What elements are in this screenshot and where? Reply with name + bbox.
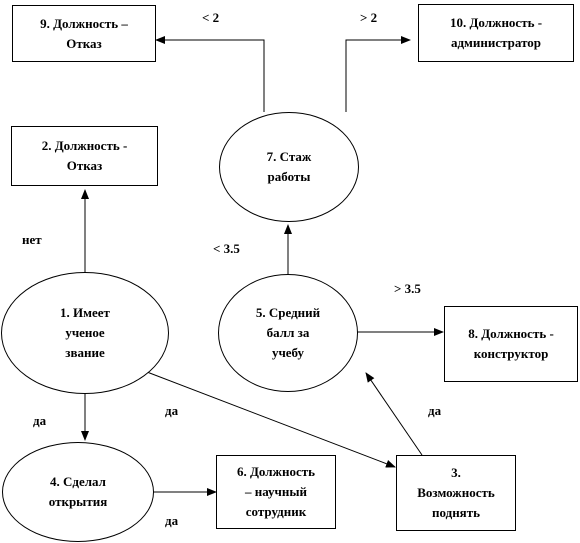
node-2-position-rejection: 2. Должность - Отказ — [11, 126, 158, 186]
node-6-line-3: сотрудник — [245, 504, 307, 519]
node-3-line-1: 3. — [451, 465, 461, 480]
node-2-line-2: Отказ — [66, 158, 103, 173]
node-7-work-experience: 7. Стаж работы — [219, 112, 359, 222]
node-10-position-administrator: 10. Должность - администратор — [418, 4, 574, 62]
label-no: нет — [22, 232, 42, 247]
label-yes-1-to-3: да — [165, 403, 179, 418]
node-10-line-2: администратор — [450, 35, 542, 50]
edge-3-to-5 — [365, 372, 423, 456]
node-9-line-2: Отказ — [66, 35, 102, 51]
node-2-line-1: 2. Должность - — [41, 138, 128, 153]
node-1-line-1: 1. Имеет — [60, 305, 110, 320]
node-5-average-grade: 5. Средний балл за учебу — [218, 274, 358, 392]
node-5-line-1: 5. Средний — [255, 305, 321, 320]
node-1-has-academic-title: 1. Имеет ученое звание — [1, 272, 169, 394]
node-3-line-2: Возможность — [417, 485, 495, 500]
node-6-line-2: – научный — [244, 484, 308, 499]
node-4-line-2: открытия — [48, 494, 108, 509]
edge-1-to-3 — [146, 371, 396, 468]
edge-7-to-10 — [345, 36, 411, 112]
node-4-made-discoveries: 4. Сделал открытия — [2, 442, 154, 542]
label-less-than-3-5: < 3.5 — [213, 241, 240, 256]
node-5-line-3: учебу — [271, 345, 305, 360]
label-yes-4-to-6: да — [165, 513, 179, 528]
node-7-line-2: работы — [267, 169, 311, 184]
node-4-line-1: 4. Сделал — [50, 474, 106, 489]
label-greater-than-3-5: > 3.5 — [394, 281, 421, 296]
node-6-line-1: 6. Должность — [236, 464, 315, 479]
node-1-line-2: ученое — [65, 325, 105, 340]
node-8-line-1: 8. Должность - — [468, 326, 554, 341]
label-less-than-2: < 2 — [202, 10, 220, 25]
label-yes-1-to-4: да — [33, 413, 47, 428]
node-6-position-researcher: 6. Должность – научный сотрудник — [216, 455, 336, 529]
node-8-position-designer: 8. Должность - конструктор — [444, 306, 578, 382]
node-9-line-1: 9. Должность – — [40, 15, 128, 31]
node-1-line-3: звание — [65, 345, 105, 360]
node-3-line-3: поднять — [432, 505, 480, 520]
node-5-line-2: балл за — [266, 325, 310, 340]
node-3-possibility-to-raise: 3. Возможность поднять — [396, 455, 516, 531]
node-8-line-2: конструктор — [473, 346, 549, 361]
node-10-line-1: 10. Должность - — [449, 15, 543, 30]
node-7-line-1: 7. Стаж — [266, 149, 312, 164]
edge-7-to-9 — [155, 36, 265, 112]
label-yes-3-to-5: да — [428, 403, 442, 418]
label-greater-than-2: > 2 — [360, 10, 378, 25]
node-9-position-rejection: 9. Должность – Отказ — [12, 5, 156, 62]
